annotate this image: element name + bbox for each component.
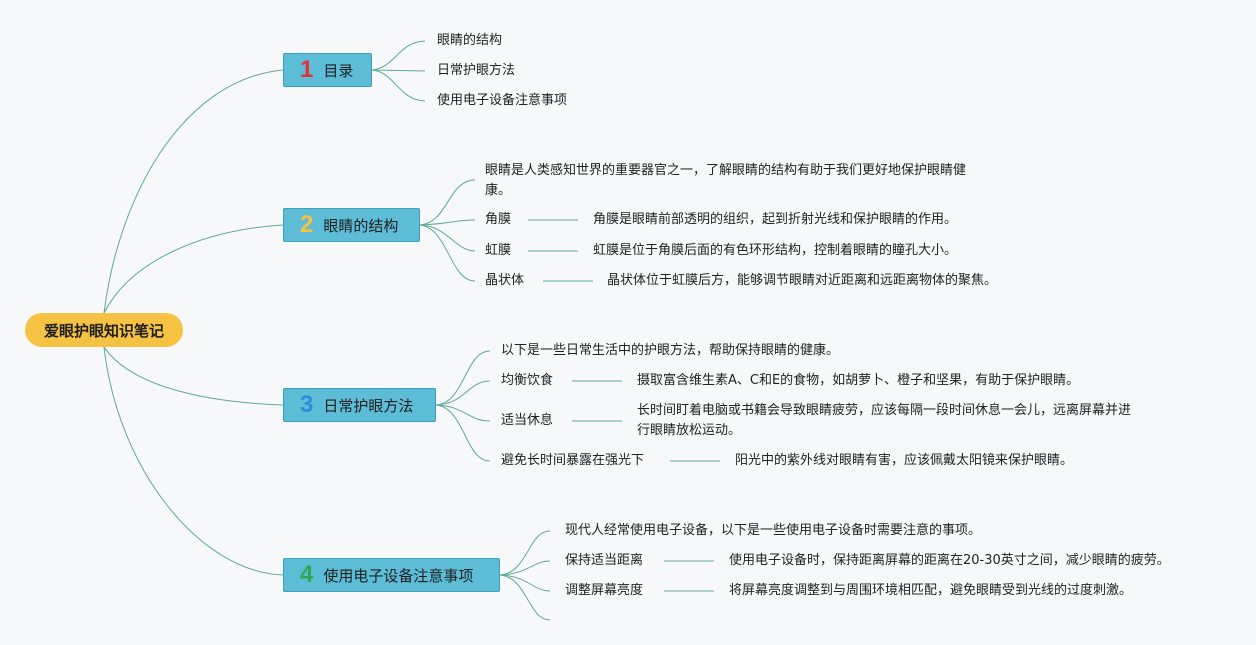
topic-term[interactable]: 均衡饮食 [501,373,554,388]
eye-structure-intro[interactable]: 眼睛是人类感知世界的重要器官之一，了解眼睛的结构有助于我们更好地保护眼睛健康。 [485,163,967,198]
branch-label: 眼睛的结构 [323,216,399,235]
toc-item[interactable]: 使用电子设备注意事项 [437,93,568,108]
topic-description[interactable]: 使用电子设备时，保持距离屏幕的距离在20-30英寸之间，减少眼睛的疲劳。 [729,553,1170,568]
toc-item[interactable]: 日常护眼方法 [437,63,516,78]
topic-term[interactable]: 避免长时间暴露在强光下 [501,453,645,468]
topic-term[interactable]: 角膜 [485,212,512,227]
topic-description[interactable]: 阳光中的紫外线对眼睛有害，应该佩戴太阳镜来保护眼睛。 [735,453,1074,468]
branch-number: 3 [300,391,314,418]
daily-care-intro[interactable]: 以下是一些日常生活中的护眼方法，帮助保持眼睛的健康。 [501,343,840,358]
topic-description[interactable]: 虹膜是位于角膜后面的有色环形结构，控制着眼睛的瞳孔大小。 [593,243,958,258]
branch-number: 1 [300,56,314,83]
topic-description[interactable]: 长时间盯着电脑或书籍会导致眼睛疲劳，应该每隔一段时间休息一会儿，远离屏幕并进行眼… [637,403,1132,438]
branch-number: 2 [300,211,314,238]
branch-number: 4 [300,561,314,588]
topic-description[interactable]: 角膜是眼睛前部透明的组织，起到折射光线和保护眼睛的作用。 [593,212,958,227]
branch-label: 目录 [323,61,354,80]
devices-intro[interactable]: 现代人经常使用电子设备，以下是一些使用电子设备时需要注意的事项。 [565,523,982,538]
toc-item[interactable]: 眼睛的结构 [437,33,503,48]
topic-description[interactable]: 晶状体位于虹膜后方，能够调节眼睛对近距离和远距离物体的聚焦。 [607,273,998,288]
topic-term[interactable]: 晶状体 [485,273,525,288]
topic-description[interactable]: 将屏幕亮度调整到与周围环境相匹配，避免眼睛受到光线的过度刺激。 [729,583,1133,598]
topic-description[interactable]: 摄取富含维生素A、C和E的食物，如胡萝卜、橙子和坚果，有助于保护眼睛。 [637,373,1080,388]
branch-label: 日常护眼方法 [323,396,414,415]
branch-eye-structure[interactable]: 2 眼睛的结构 [283,208,420,242]
branch-table-of-contents[interactable]: 1 目录 [283,53,372,87]
root-topic-label: 爱眼护眼知识笔记 [43,321,164,340]
branch-electronic-devices[interactable]: 4 使用电子设备注意事项 [283,558,500,592]
topic-term[interactable]: 适当休息 [501,413,554,428]
topic-term[interactable]: 保持适当距离 [565,553,644,568]
topic-term[interactable]: 虹膜 [485,243,512,258]
branch-label: 使用电子设备注意事项 [323,566,474,585]
root-topic[interactable]: 爱眼护眼知识笔记 [25,313,183,347]
topic-term[interactable]: 调整屏幕亮度 [565,583,644,598]
branch-daily-eye-care[interactable]: 3 日常护眼方法 [283,388,436,422]
